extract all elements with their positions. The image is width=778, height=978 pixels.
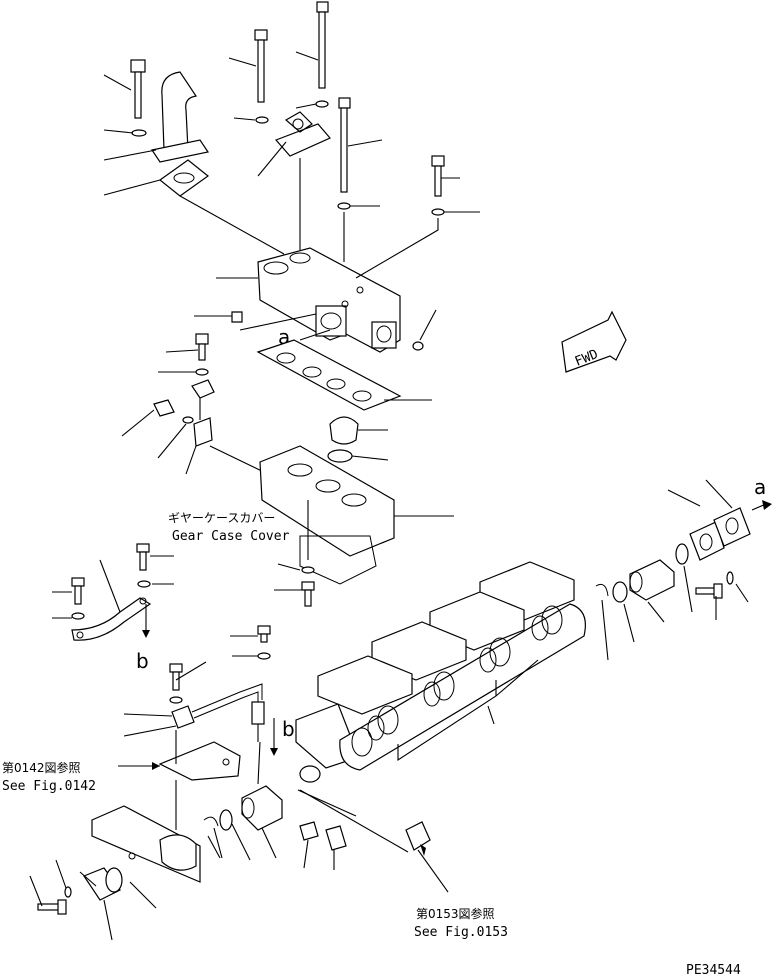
washer-part: [255, 116, 269, 124]
washer-part: [431, 208, 445, 216]
union-sensor-group: [241, 741, 449, 893]
adapter-part: [629, 559, 675, 601]
cap-part: [83, 867, 121, 901]
bolt-part: [695, 583, 723, 599]
bolt-part: [37, 899, 67, 915]
pipe-part: [191, 683, 263, 719]
bolt-part: [316, 1, 329, 89]
bracket-part: [158, 741, 241, 781]
washer-part: [257, 652, 271, 660]
o-ring-part: [105, 867, 123, 893]
elbow-pipe-part: [161, 71, 198, 151]
gear-case-cover-label-jp: ギヤーケースカバー: [168, 511, 275, 525]
bracket-part: [193, 417, 213, 447]
bolt-part: [169, 663, 183, 691]
bolt-part: [254, 29, 268, 103]
washer-part: [137, 580, 151, 588]
washer-part: [169, 696, 183, 704]
callout-b-mid: b: [282, 717, 295, 741]
thermostat-housing-part: [257, 247, 401, 353]
gear-case-group: [121, 333, 454, 607]
plug-part: [412, 341, 424, 351]
sensor-part: [325, 825, 347, 851]
callout-b-left: b: [136, 649, 149, 673]
gear-case-cover-label-en: Gear Case Cover: [172, 529, 290, 544]
right-arrow-icon: [762, 500, 772, 510]
fitting-part: [171, 705, 195, 729]
clip-part: [203, 816, 219, 827]
manifold-group: [295, 479, 772, 771]
forward-direction-arrow-icon: [561, 310, 627, 373]
ref-fig0142-jp: 第0142図参照: [2, 760, 81, 775]
drawing-number: PE34544: [686, 963, 741, 978]
bolt-part: [153, 399, 175, 417]
callout-a-right: a: [754, 475, 766, 499]
washer-part: [182, 416, 194, 424]
o-ring-part: [219, 809, 233, 831]
sensor-part: [299, 821, 319, 841]
down-arrow-icon: [420, 844, 426, 856]
o-ring-part: [299, 765, 321, 783]
union-part: [241, 785, 283, 831]
flange-part: [689, 521, 725, 561]
clip-part: [595, 583, 609, 597]
flange-cover-part: [713, 507, 751, 547]
bolt-part: [301, 581, 315, 607]
o-ring-part: [612, 581, 628, 603]
thermostat-housing-group: [179, 158, 439, 353]
down-arrow-icon: [270, 748, 278, 756]
ground-strap-group: [52, 543, 174, 641]
clamp-part: [191, 379, 215, 399]
down-arrow-icon: [142, 630, 150, 638]
bolt-part: [431, 155, 445, 197]
ref-fig0153-jp: 第0153図参照: [416, 906, 495, 921]
ref-fig0153-en: See Fig.0153: [414, 925, 508, 940]
right-arrow-icon: [152, 762, 160, 770]
bracket-part: [274, 111, 331, 157]
switch-part: [405, 821, 431, 851]
gasket-part: [256, 339, 402, 411]
seal-ring-part: [327, 449, 353, 463]
washer-part: [131, 129, 147, 137]
bolt-part: [71, 577, 85, 605]
washer-part: [195, 368, 209, 376]
washer-part: [337, 202, 351, 210]
fwd-direction-indicator: FWD: [561, 310, 627, 373]
o-ring-part: [675, 543, 689, 565]
bolt-part: [136, 543, 150, 571]
washer-part: [71, 612, 85, 620]
gear-case-cover-part: [259, 445, 395, 557]
washer-part: [64, 886, 72, 898]
washer-part: [301, 566, 315, 574]
gasket-part: [159, 159, 209, 197]
bolt-part: [195, 333, 209, 361]
bolt-part: [257, 625, 271, 643]
sensor-pipe-group: [29, 625, 271, 941]
water-manifold-pipe-part: [339, 603, 586, 771]
ref-fig0142-en: See Fig.0142: [2, 779, 96, 794]
top-hardware-group: [103, 1, 480, 216]
thermostat-part: [329, 416, 359, 445]
bolt-part: [338, 97, 351, 193]
screw-part: [231, 311, 243, 323]
washer-part: [315, 100, 329, 108]
bolt-part: [130, 59, 146, 119]
washer-part: [726, 571, 734, 585]
ground-strap-part: [71, 597, 152, 641]
